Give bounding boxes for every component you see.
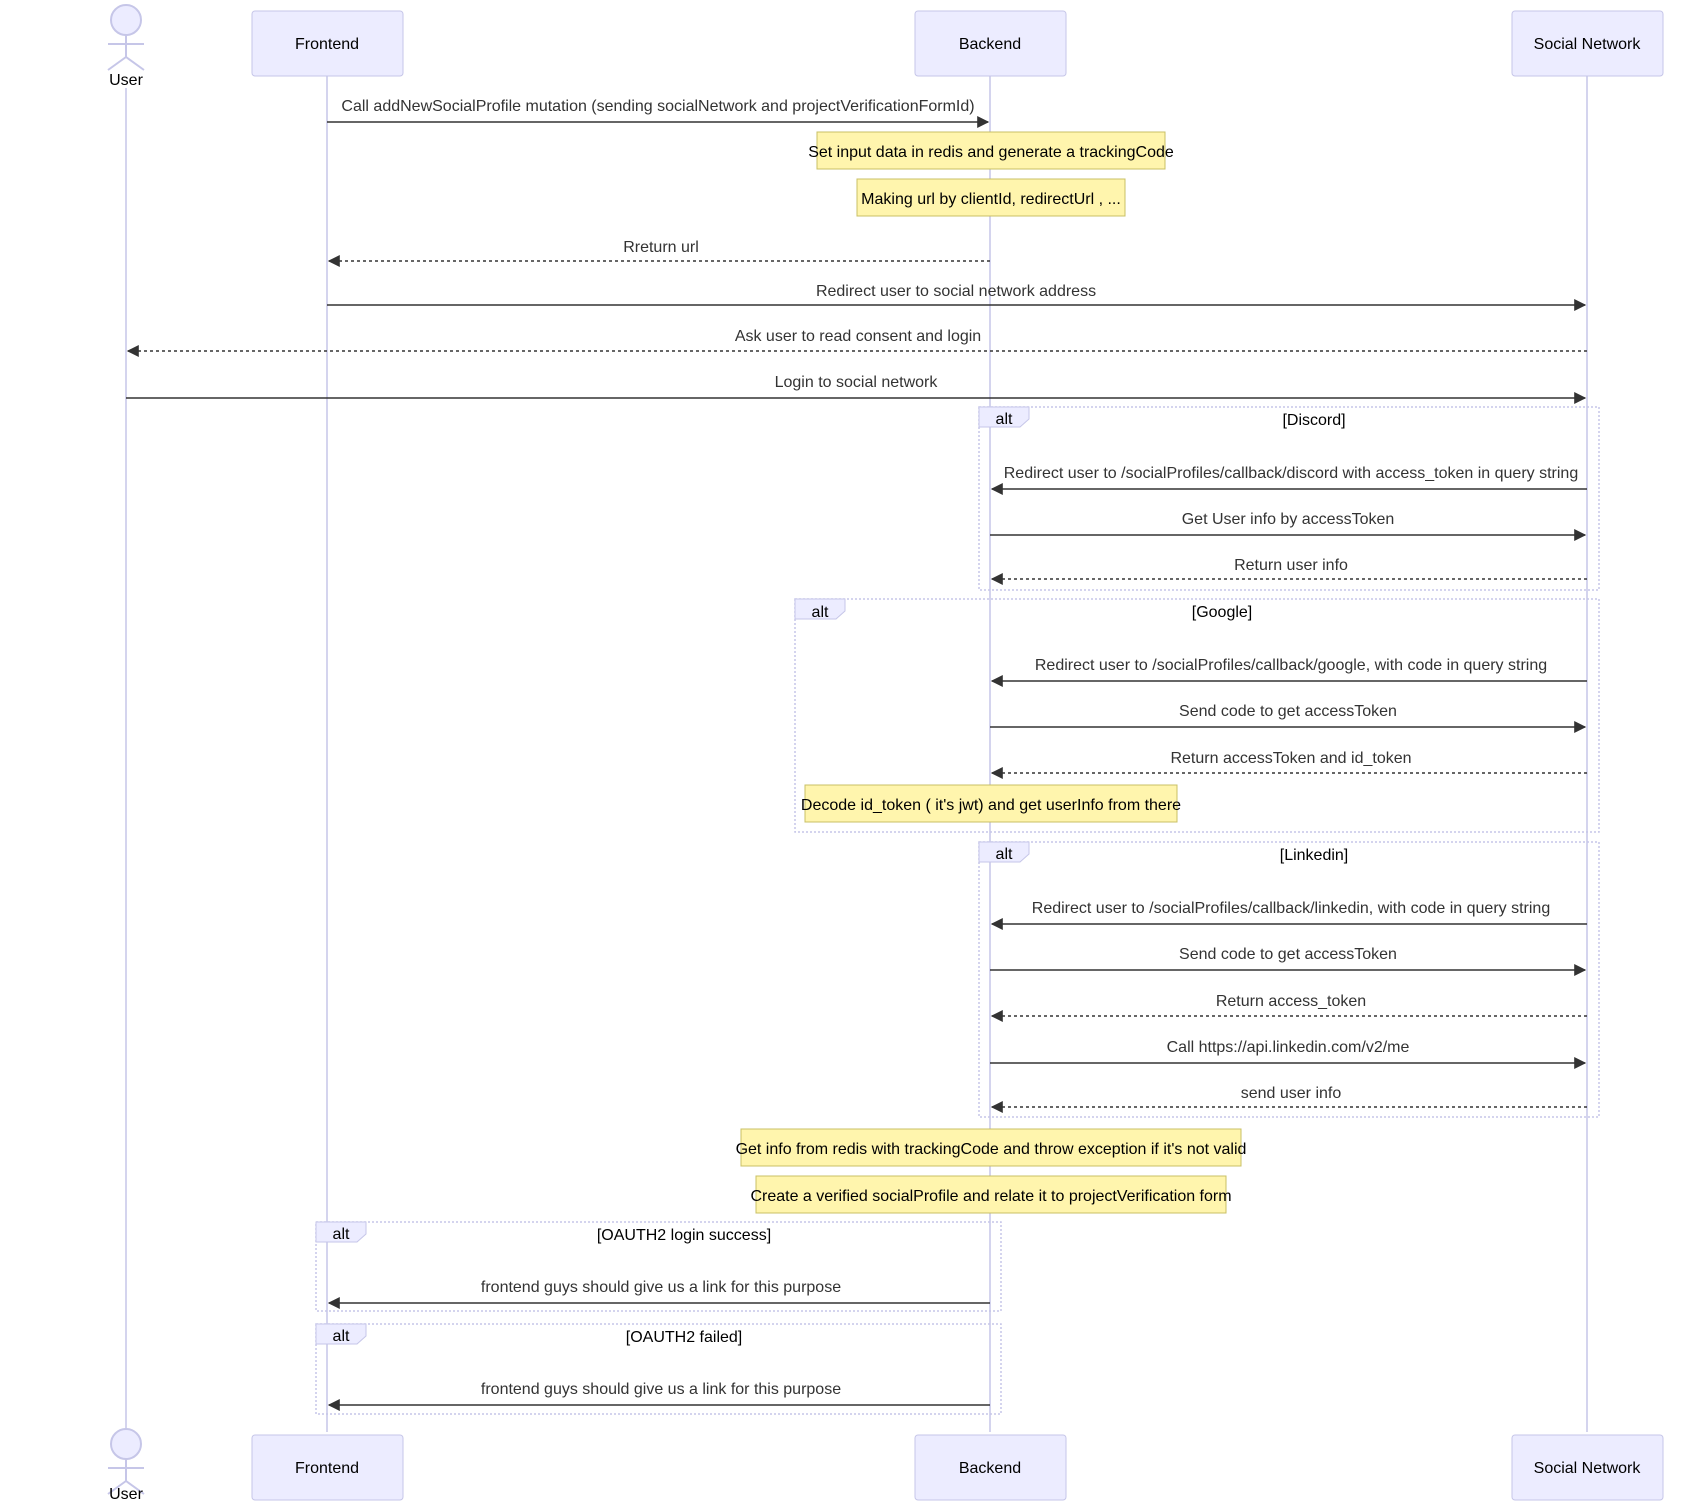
alt-frame <box>978 406 1600 591</box>
note-set-redis: Set input data in redis and generate a t… <box>808 131 1174 170</box>
lifelines <box>125 76 1588 1432</box>
alt-block-oauth-success: alt [OAUTH2 login success] <box>315 1221 1002 1312</box>
actor-user-top: User <box>107 4 145 89</box>
alt-condition: [OAUTH2 failed] <box>626 1329 742 1346</box>
message-google-send-code: Send code to get accessToken <box>990 703 1587 733</box>
message-oauth-success-link: frontend guys should give us a link for … <box>327 1279 990 1309</box>
message-label: Redirect user to /socialProfiles/callbac… <box>1035 657 1547 674</box>
message-google-redirect: Redirect user to /socialProfiles/callbac… <box>990 657 1587 687</box>
participant-label: Backend <box>959 1460 1021 1477</box>
message-label: Rreturn url <box>623 239 699 256</box>
participant-label: Frontend <box>295 1460 359 1477</box>
participant-label: Social Network <box>1534 1460 1642 1477</box>
note-text: Making url by clientId, redirectUrl , ..… <box>861 191 1121 208</box>
note-text: Set input data in redis and generate a t… <box>808 144 1174 161</box>
alt-frame <box>978 841 1600 1118</box>
alt-condition: [OAUTH2 login success] <box>597 1227 771 1244</box>
message-redirect-to-social: Redirect user to social network address <box>327 283 1587 311</box>
message-label: send user info <box>1241 1085 1342 1102</box>
message-return-url: Rreturn url <box>327 239 990 267</box>
message-label: Redirect user to /socialProfiles/callbac… <box>1004 465 1578 482</box>
message-label: frontend guys should give us a link for … <box>481 1381 841 1398</box>
actor-head-icon <box>110 4 142 36</box>
note-text: Get info from redis with trackingCode an… <box>736 1141 1247 1158</box>
alt-label-tab <box>315 1323 367 1345</box>
alt-label-tab <box>978 841 1030 863</box>
actor-label: User <box>109 1486 143 1502</box>
participant-backend-bottom: Backend <box>914 1434 1067 1501</box>
alt-label-tab <box>794 598 846 620</box>
participant-frontend-top: Frontend <box>251 10 404 77</box>
alt-block-discord: alt [Discord] <box>978 406 1600 591</box>
participants-top: User Frontend Backend Social Network <box>107 4 1664 89</box>
actor-head-icon <box>110 1428 142 1460</box>
message-label: Return access_token <box>1216 993 1366 1010</box>
message-linkedin-return-token: Return access_token <box>990 993 1587 1022</box>
message-label: Redirect user to social network address <box>816 283 1096 300</box>
message-label: Return user info <box>1234 557 1348 574</box>
message-label: Login to social network <box>775 374 939 391</box>
message-linkedin-send-user-info: send user info <box>990 1085 1587 1113</box>
message-label: Call https://api.linkedin.com/v2/me <box>1167 1039 1410 1056</box>
message-return-user-info: Return user info <box>990 557 1587 585</box>
message-oauth-failed-link: frontend guys should give us a link for … <box>327 1381 990 1411</box>
message-login-social: Login to social network <box>126 374 1587 404</box>
message-discord-redirect: Redirect user to /socialProfiles/callbac… <box>990 465 1587 495</box>
note-text: Decode id_token ( it's jwt) and get user… <box>801 797 1181 814</box>
alt-keyword: alt <box>333 1226 350 1243</box>
messages: Call addNewSocialProfile mutation (sendi… <box>126 98 1587 1411</box>
message-label: Redirect user to /socialProfiles/callbac… <box>1032 900 1550 917</box>
alt-block-google: alt [Google] <box>794 598 1600 833</box>
participant-label: Social Network <box>1534 36 1642 53</box>
alt-condition: [Linkedin] <box>1280 847 1349 864</box>
participant-backend-top: Backend <box>914 10 1067 77</box>
actor-user-bottom: User <box>107 1428 145 1502</box>
message-get-user-info: Get User info by accessToken <box>990 511 1587 541</box>
alt-condition: [Google] <box>1192 604 1252 621</box>
message-ask-consent: Ask user to read consent and login <box>126 328 1587 357</box>
alt-block-linkedin: alt [Linkedin] <box>978 841 1600 1118</box>
alt-frame <box>315 1221 1002 1312</box>
alt-keyword: alt <box>333 1328 350 1345</box>
participant-social-top: Social Network <box>1511 10 1664 77</box>
participant-label: Backend <box>959 36 1021 53</box>
note-get-info-redis: Get info from redis with trackingCode an… <box>736 1128 1247 1167</box>
note-create-profile: Create a verified socialProfile and rela… <box>750 1175 1232 1214</box>
message-linkedin-redirect: Redirect user to /socialProfiles/callbac… <box>990 900 1587 930</box>
alt-frame <box>794 598 1600 833</box>
alt-label-tab <box>978 406 1030 428</box>
note-decode-id-token: Decode id_token ( it's jwt) and get user… <box>801 784 1181 823</box>
participants-bottom: User Frontend Backend Social Network <box>107 1428 1664 1502</box>
message-linkedin-call-api: Call https://api.linkedin.com/v2/me <box>990 1039 1587 1069</box>
message-label: Ask user to read consent and login <box>735 328 981 345</box>
note-making-url: Making url by clientId, redirectUrl , ..… <box>856 178 1126 217</box>
message-label: Call addNewSocialProfile mutation (sendi… <box>341 98 974 115</box>
participant-frontend-bottom: Frontend <box>251 1434 404 1501</box>
alt-keyword: alt <box>996 846 1013 863</box>
alt-frame <box>315 1323 1002 1415</box>
note-text: Create a verified socialProfile and rela… <box>750 1188 1231 1205</box>
alt-condition: [Discord] <box>1282 412 1345 429</box>
participant-social-bottom: Social Network <box>1511 1434 1664 1501</box>
actor-label: User <box>109 72 143 89</box>
message-label: Get User info by accessToken <box>1182 511 1395 528</box>
message-linkedin-send-code: Send code to get accessToken <box>990 946 1587 976</box>
message-label: Send code to get accessToken <box>1179 703 1397 720</box>
message-label: Send code to get accessToken <box>1179 946 1397 963</box>
alt-keyword: alt <box>996 411 1013 428</box>
participant-label: Frontend <box>295 36 359 53</box>
message-google-return-token: Return accessToken and id_token <box>990 750 1587 779</box>
alt-block-oauth-failed: alt [OAUTH2 failed] <box>315 1323 1002 1415</box>
message-call-add-social-profile: Call addNewSocialProfile mutation (sendi… <box>327 98 990 128</box>
message-label: Return accessToken and id_token <box>1170 750 1411 767</box>
alt-label-tab <box>315 1221 367 1243</box>
message-label: frontend guys should give us a link for … <box>481 1279 841 1296</box>
alt-keyword: alt <box>812 604 829 621</box>
